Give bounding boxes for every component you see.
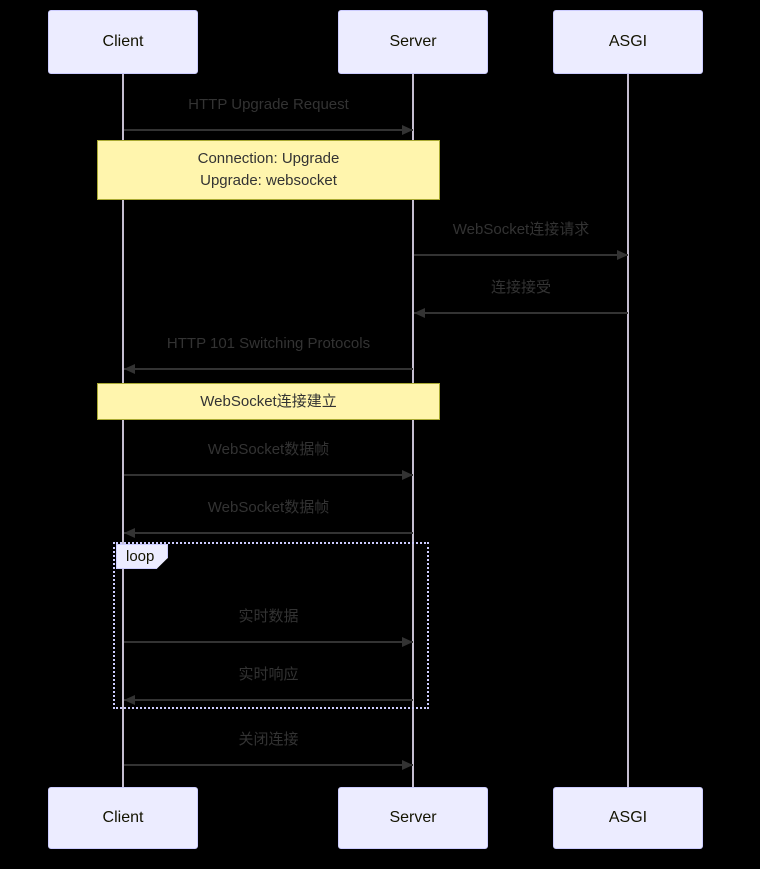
loop-block [113,542,429,709]
message-line [124,368,413,370]
arrowhead-left-icon [124,694,135,705]
message-label: 实时数据 [238,608,299,625]
arrowhead-left-icon [124,527,135,538]
message-line [124,474,413,476]
message-line [414,254,628,256]
message-label: 关闭连接 [238,731,299,748]
note-line-2: Upgrade: websocket [200,172,337,189]
message-line [414,312,628,314]
message-label: 连接接受 [490,279,551,296]
arrowhead-right-icon [617,249,628,260]
loop-block-label: loop [126,548,155,565]
participant-label-asgi-top: ASGI [608,33,648,50]
note-line-1: Connection: Upgrade [197,150,340,168]
message-label: HTTP Upgrade Request [188,96,349,113]
arrowhead-right-icon [402,636,413,647]
participant-label-asgi-bottom: ASGI [608,809,648,826]
participant-label-server-bottom: Server [389,809,437,826]
message-label: WebSocket数据帧 [207,441,330,458]
note-line-1: WebSocket连接建立 [200,392,337,410]
message-label: HTTP 101 Switching Protocols [166,335,371,352]
lifeline-asgi [627,74,630,788]
arrowhead-right-icon [402,469,413,480]
participant-box-client-bottom[interactable]: Client [48,787,198,849]
message-label: WebSocket数据帧 [207,499,330,516]
arrowhead-right-icon [402,759,413,770]
participant-label-client-bottom: Client [102,809,144,826]
participant-box-client-top[interactable]: Client [48,10,198,74]
participant-box-asgi-top[interactable]: ASGI [553,10,703,74]
message-line [124,764,413,766]
arrowhead-left-icon [124,363,135,374]
participant-box-server-top[interactable]: Server [338,10,488,74]
message-line [124,532,413,534]
participant-box-server-bottom[interactable]: Server [338,787,488,849]
participant-label-server-top: Server [389,33,437,50]
lifeline-server [412,74,415,788]
note-connection-upgrade: Connection: Upgrade Upgrade: websocket [97,140,440,200]
arrowhead-left-icon [414,307,425,318]
note-websocket-established: WebSocket连接建立 [97,383,440,420]
message-label: WebSocket连接请求 [452,221,590,238]
participant-label-client-top: Client [102,33,144,50]
lifeline-client [122,74,125,788]
arrowhead-right-icon [402,124,413,135]
participant-box-asgi-bottom[interactable]: ASGI [553,787,703,849]
loop-block-tab: loop [116,544,168,569]
message-line [124,699,413,701]
message-line [124,129,413,131]
message-line [124,641,413,643]
message-label: 实时响应 [238,666,299,683]
